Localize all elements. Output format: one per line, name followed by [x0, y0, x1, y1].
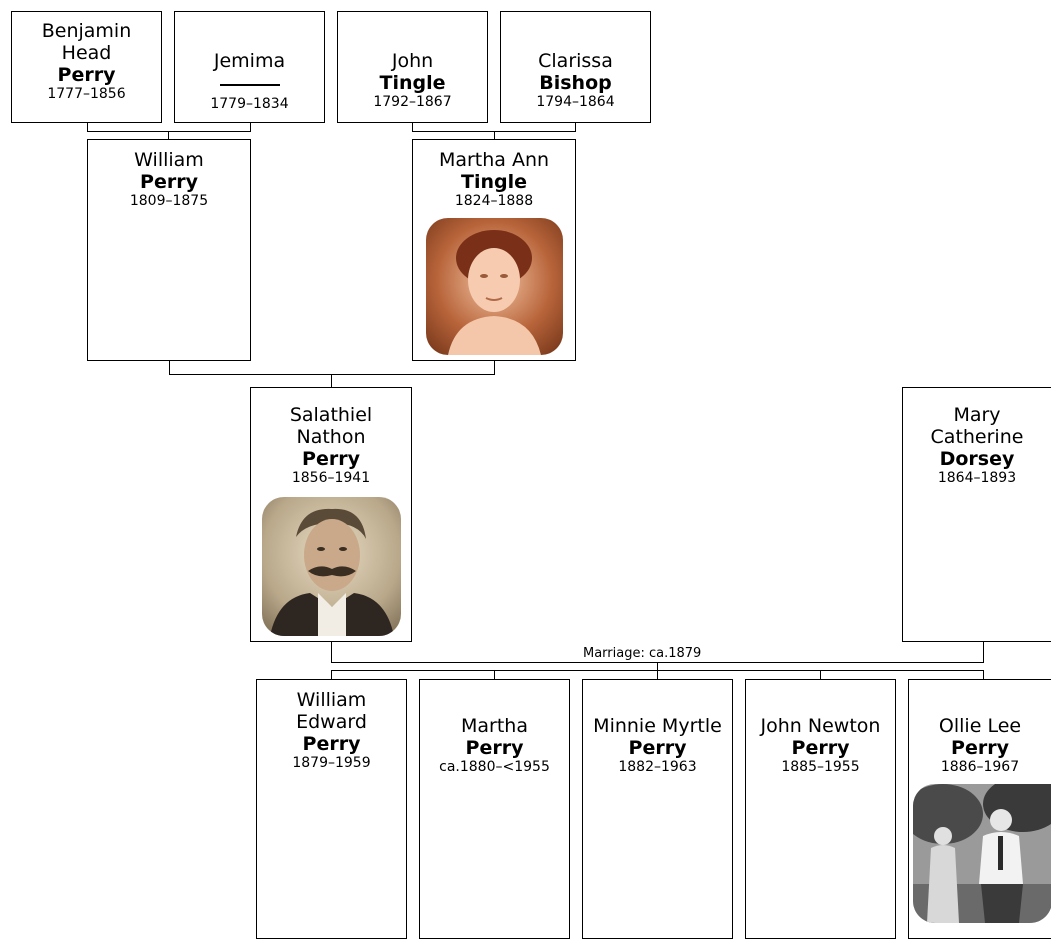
given-name: Mary	[953, 404, 1001, 426]
connector-line	[331, 374, 332, 387]
connector-line	[250, 123, 251, 131]
connector-line	[494, 131, 495, 139]
given-name: John	[391, 50, 434, 72]
surname: Perry	[791, 737, 850, 759]
given-name: Benjamin	[41, 20, 132, 42]
surname: Perry	[140, 171, 198, 193]
given-name: Catherine	[930, 426, 1024, 448]
life-years: 1885–1955	[781, 759, 860, 775]
connector-line	[983, 670, 984, 679]
connector-line	[169, 374, 495, 375]
person-john-tingle[interactable]: John Tingle 1792–1867	[337, 11, 488, 123]
person-martha-ann-tingle[interactable]: Martha Ann Tingle 1824–1888	[412, 139, 576, 361]
connector-line	[169, 361, 170, 374]
given-name: Salathiel	[289, 404, 373, 426]
surname: Perry	[57, 64, 116, 86]
person-jemima[interactable]: Jemima 1779–1834	[174, 11, 325, 123]
connector-line	[657, 662, 658, 670]
unknown-surname-blank	[219, 72, 280, 86]
life-years: 1882–1963	[618, 759, 697, 775]
marriage-label: Marriage: ca.1879	[583, 646, 702, 661]
life-years: 1779–1834	[210, 96, 289, 112]
surname: Perry	[465, 737, 524, 759]
person-salathiel-nathon-perry[interactable]: Salathiel Nathon Perry 1856–1941	[250, 387, 412, 642]
connector-line	[983, 642, 984, 662]
couple-outdoor-photo	[913, 784, 1051, 923]
person-martha-perry[interactable]: Martha Perry ca.1880–<1955	[419, 679, 570, 939]
life-years: 1777–1856	[47, 86, 126, 102]
given-name: Head	[61, 42, 112, 64]
life-years: 1886–1967	[940, 759, 1020, 775]
life-years: 1792–1867	[373, 94, 452, 110]
connector-line	[412, 123, 413, 131]
person-clarissa-bishop[interactable]: Clarissa Bishop 1794–1864	[500, 11, 651, 123]
connector-line	[657, 670, 658, 679]
portrait-man-mustache-photo	[262, 497, 401, 636]
given-name: Martha Ann	[438, 149, 550, 171]
surname: Tingle	[379, 72, 446, 94]
surname: Dorsey	[939, 448, 1015, 470]
connector-line	[494, 361, 495, 374]
given-name: Nathon	[296, 426, 366, 448]
life-years: 1809–1875	[129, 193, 209, 209]
given-name: Jemima	[213, 50, 286, 72]
connector-line	[168, 131, 169, 139]
person-john-newton-perry[interactable]: John Newton Perry 1885–1955	[745, 679, 896, 939]
person-william-edward-perry[interactable]: William Edward Perry 1879–1959	[256, 679, 407, 939]
connector-line	[331, 642, 332, 662]
connector-line	[494, 670, 495, 679]
connector-line	[87, 131, 251, 132]
given-name: Martha	[461, 715, 528, 737]
surname: Bishop	[539, 72, 612, 94]
surname: Perry	[302, 733, 361, 755]
connector-line	[87, 123, 88, 131]
surname: Perry	[302, 448, 360, 470]
given-name: William	[296, 689, 367, 711]
person-benjamin-head-perry[interactable]: Benjamin Head Perry 1777–1856	[11, 11, 162, 123]
connector-line	[820, 670, 821, 679]
life-years: 1794–1864	[536, 94, 615, 110]
person-mary-catherine-dorsey[interactable]: Mary Catherine Dorsey 1864–1893	[902, 387, 1051, 642]
surname: Perry	[951, 737, 1009, 759]
life-years: 1864–1893	[937, 470, 1017, 486]
life-years: 1879–1959	[292, 755, 371, 771]
person-ollie-lee-perry[interactable]: Ollie Lee Perry 1886–1967	[908, 679, 1051, 939]
surname: Perry	[628, 737, 687, 759]
given-name: Ollie Lee	[938, 715, 1022, 737]
person-minnie-myrtle-perry[interactable]: Minnie Myrtle Perry 1882–1963	[582, 679, 733, 939]
portrait-woman-photo	[426, 218, 563, 355]
given-name: Edward	[296, 711, 367, 733]
given-name: Minnie Myrtle	[593, 715, 722, 737]
given-name: John Newton	[760, 715, 881, 737]
life-years: ca.1880–<1955	[439, 759, 550, 775]
person-william-perry[interactable]: William Perry 1809–1875	[87, 139, 251, 361]
connector-line	[575, 123, 576, 131]
given-name: William	[134, 149, 204, 171]
connector-line	[331, 670, 332, 679]
life-years: 1824–1888	[454, 193, 534, 209]
surname: Tingle	[461, 171, 527, 193]
given-name: Clarissa	[538, 50, 613, 72]
life-years: 1856–1941	[291, 470, 371, 486]
